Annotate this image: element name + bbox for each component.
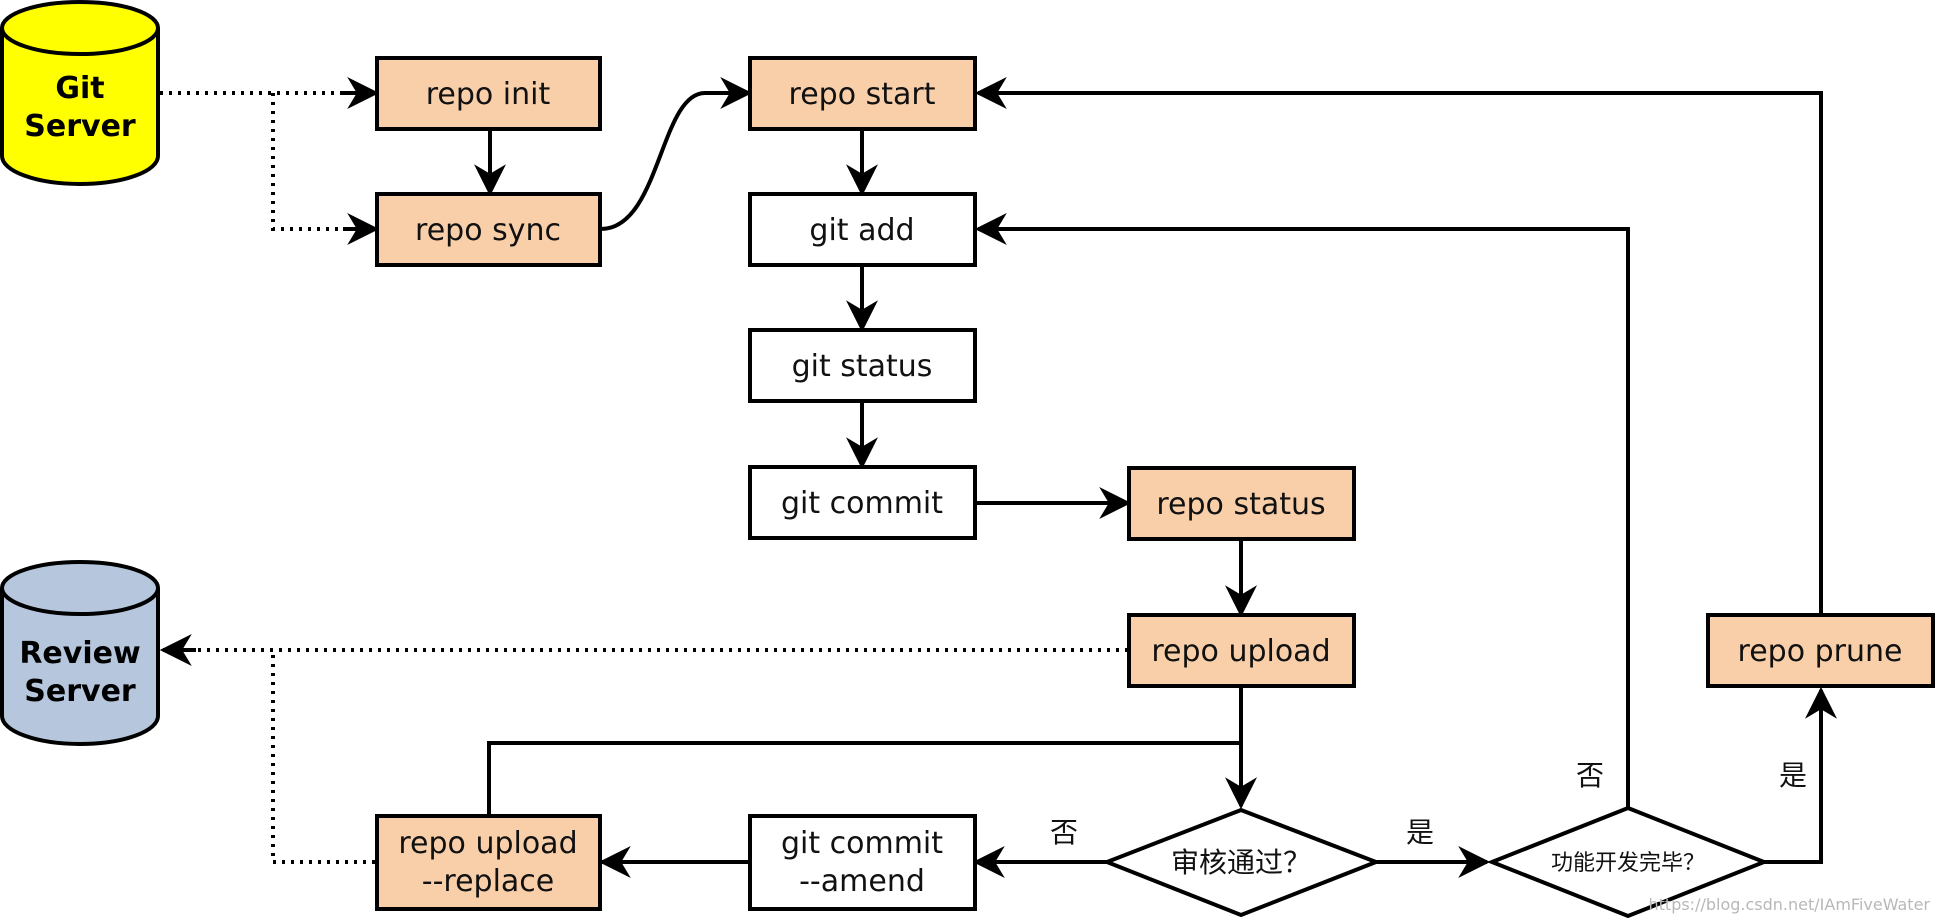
- node-repo-upload-replace: repo upload --replace: [375, 814, 602, 911]
- edge-feature-yes-to-repo-prune: [1764, 686, 1837, 864]
- label-review-no: 否: [1050, 816, 1078, 849]
- watermark-text: https://blog.csdn.net/IAmFiveWater: [1649, 895, 1931, 914]
- node-repo-start: repo start: [748, 56, 977, 131]
- node-repo-upload-replace-line1: repo upload: [398, 826, 577, 861]
- review-server-label-line1: Review: [19, 636, 140, 671]
- decision-review-passed-label: 审核通过？: [1171, 846, 1311, 879]
- node-repo-status-label: repo status: [1156, 487, 1325, 522]
- edge-repo-sync-to-repo-start: [600, 77, 753, 231]
- decision-feature-done-diamond: [1486, 805, 1770, 919]
- git-server-cylinder-body: [0, 28, 160, 186]
- node-repo-init: repo init: [375, 56, 602, 131]
- node-git-commit-amend-line1: git commit: [781, 826, 943, 861]
- review-server-cylinder-top: [0, 560, 160, 616]
- edge-feature-no-to-git-add: [974, 213, 1630, 808]
- decision-review-passed: 审核通过？: [1101, 807, 1382, 918]
- node-git-status-label: git status: [792, 349, 933, 384]
- git-server-database: Git Server: [0, 0, 160, 186]
- node-git-commit-amend: git commit --amend: [748, 814, 977, 911]
- node-repo-start-label: repo start: [789, 77, 936, 112]
- edge-repo-prune-to-repo-start: [974, 77, 1823, 614]
- edge-upload-replace-to-review-server: [271, 650, 375, 864]
- node-repo-upload-label: repo upload: [1151, 634, 1330, 669]
- review-server-label-line2: Server: [24, 674, 136, 709]
- node-git-status: git status: [748, 328, 977, 403]
- node-repo-init-label: repo init: [426, 77, 551, 112]
- node-git-commit-amend-line2: --amend: [799, 864, 925, 899]
- edge-git-server-to-repo-sync: [271, 93, 343, 231]
- node-repo-sync: repo sync: [375, 192, 602, 267]
- node-repo-upload-replace-line2: --replace: [422, 864, 555, 899]
- label-review-yes: 是: [1406, 816, 1434, 849]
- node-git-commit: git commit: [748, 465, 977, 540]
- node-repo-status: repo status: [1127, 466, 1356, 541]
- git-server-cylinder-top: [0, 0, 160, 56]
- node-git-add-label: git add: [809, 213, 914, 248]
- git-server-label-line2: Server: [24, 109, 136, 144]
- review-server-cylinder-body: [0, 588, 160, 746]
- decision-review-passed-diamond: [1101, 807, 1382, 918]
- label-feature-yes: 是: [1779, 759, 1807, 792]
- node-repo-sync-label: repo sync: [415, 213, 561, 248]
- node-repo-prune-label: repo prune: [1738, 634, 1903, 669]
- decision-feature-done: 功能开发完毕？: [1486, 805, 1770, 919]
- review-server-database: Review Server: [0, 560, 160, 746]
- node-repo-upload: repo upload: [1127, 613, 1356, 688]
- decision-feature-done-label: 功能开发完毕？: [1551, 851, 1705, 876]
- edge-upload-replace-loop: [487, 741, 1241, 816]
- git-server-label-line1: Git: [55, 71, 104, 106]
- node-git-commit-label: git commit: [781, 486, 943, 521]
- label-feature-no: 否: [1576, 759, 1604, 792]
- node-git-add: git add: [748, 192, 977, 267]
- node-repo-prune: repo prune: [1706, 613, 1935, 688]
